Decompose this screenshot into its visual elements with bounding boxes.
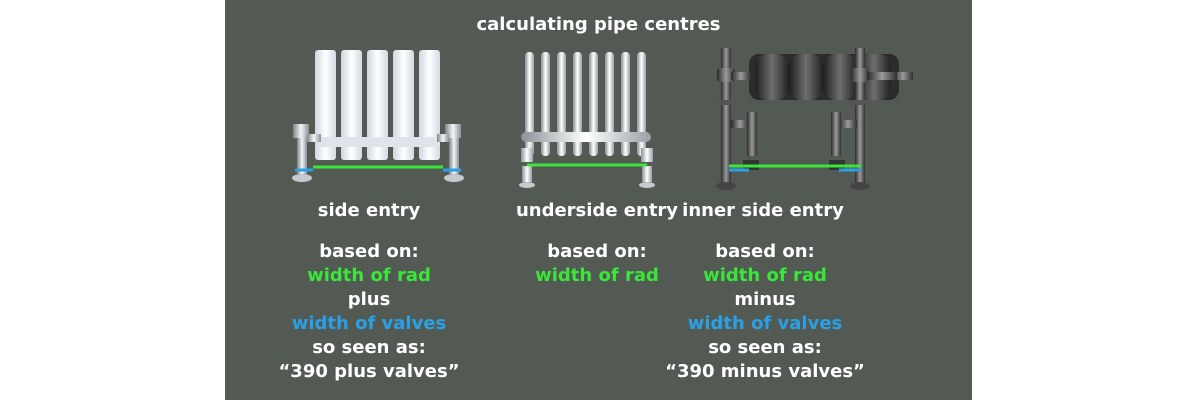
line-width-of-valves: width of valves [645, 312, 885, 336]
line-so-seen-as: so seen as: [645, 336, 885, 360]
line-based-on: based on: [645, 240, 885, 264]
line-plus: plus [249, 288, 489, 312]
underside-entry-radiator-illustration [477, 40, 717, 190]
line-width-of-rad: width of rad [249, 264, 489, 288]
line-width-of-rad: width of rad [645, 264, 885, 288]
line-width-of-valves: width of valves [249, 312, 489, 336]
explanation-lines: based on: width of rad minus width of va… [645, 240, 885, 384]
column-heading: side entry [249, 200, 489, 221]
inner-side-entry-radiator-illustration [703, 40, 943, 190]
diagram-panel: calculating pipe centres [225, 0, 972, 400]
column-side-entry: side entry based on: width of rad plus w… [249, 40, 489, 400]
line-minus: minus [645, 288, 885, 312]
column-heading: inner side entry [643, 200, 883, 221]
line-so-seen-as: so seen as: [249, 336, 489, 360]
line-quote: “390 minus valves” [645, 360, 885, 384]
line-based-on: based on: [249, 240, 489, 264]
line-quote: “390 plus valves” [249, 360, 489, 384]
explanation-lines: based on: width of rad plus width of val… [249, 240, 489, 384]
side-entry-radiator-illustration [249, 40, 489, 190]
column-inner-side-entry: inner side entry based on: width of rad … [703, 40, 943, 400]
diagram-title: calculating pipe centres [225, 14, 972, 35]
